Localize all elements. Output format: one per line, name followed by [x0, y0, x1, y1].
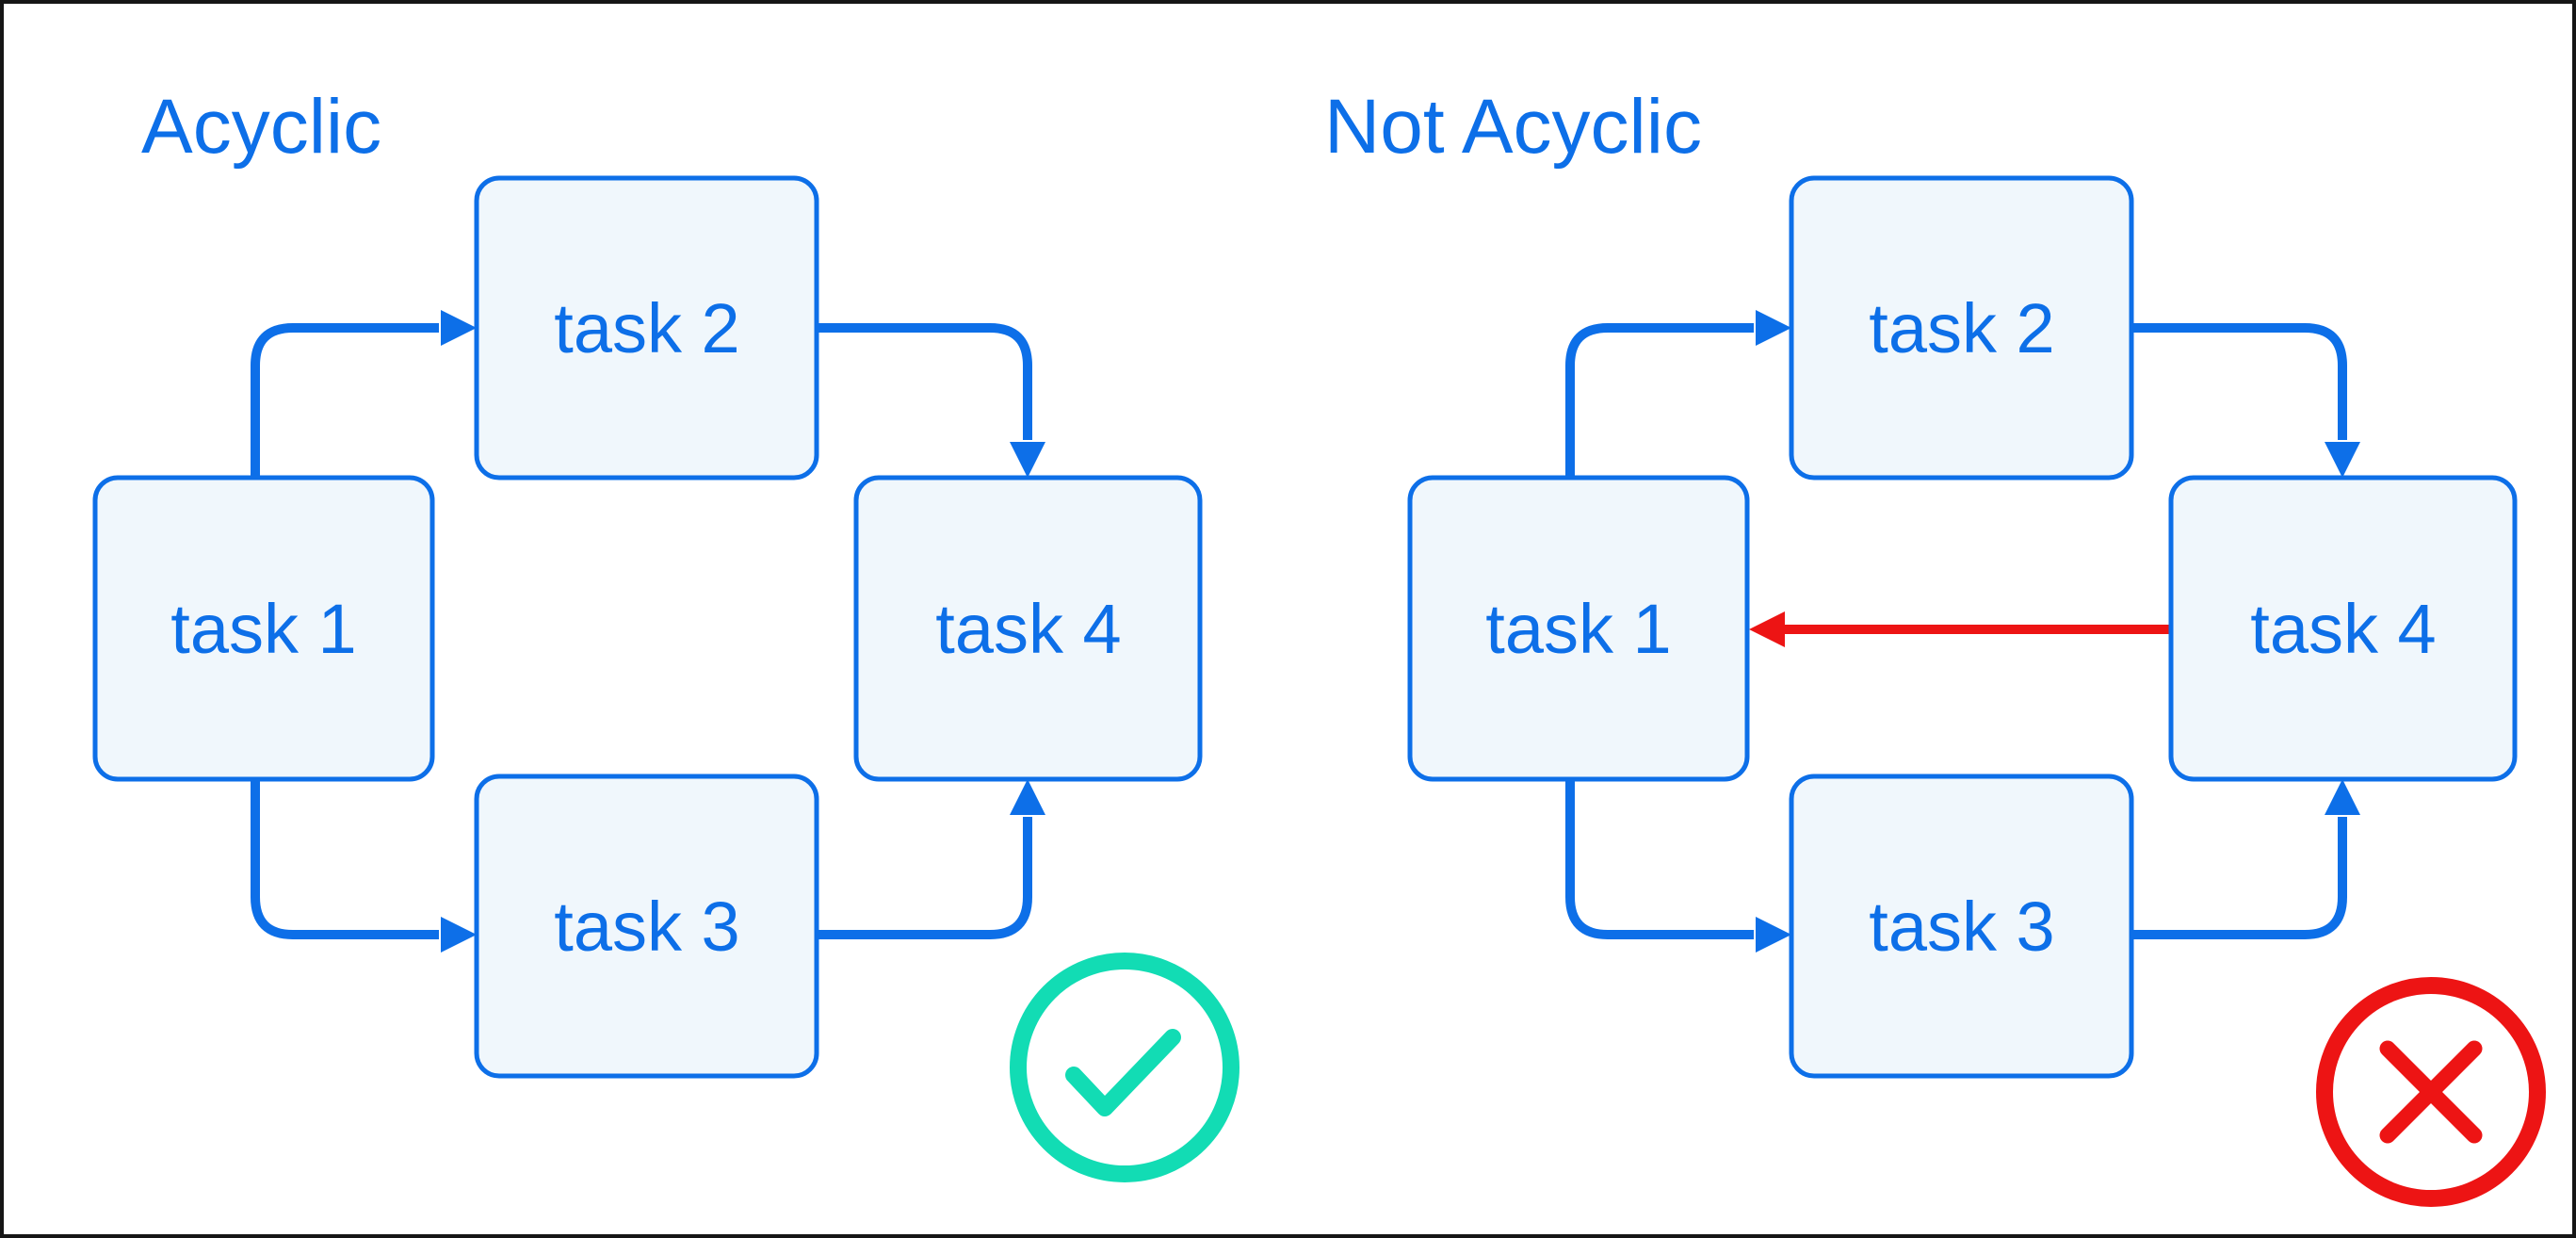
arrowhead-icon — [2325, 779, 2360, 815]
cross-mark — [2379, 1040, 2483, 1144]
task-node-box — [1407, 475, 1750, 782]
edge-task1-task2 — [1565, 323, 1754, 478]
cross-circle-ring — [2316, 977, 2546, 1207]
red-arrowhead-icon — [1749, 611, 1785, 647]
node-task4: task 4 — [2168, 475, 2518, 782]
node-task2: task 2 — [1789, 175, 2134, 481]
edge-task1-task2 — [251, 323, 439, 478]
node-task4: task 4 — [853, 475, 1203, 782]
task-node-label: task 1 — [170, 590, 356, 668]
panel-title: Not Acyclic — [1324, 84, 1702, 170]
task-node-label: task 1 — [1485, 590, 1671, 668]
arrowhead-icon — [1010, 779, 1045, 815]
arrowhead-icon — [1756, 917, 1791, 953]
edges-acyclic — [251, 310, 1045, 953]
task-node-label: task 2 — [1869, 289, 2054, 367]
task-node-label: task 3 — [554, 888, 739, 966]
edge-task1-task3 — [251, 779, 439, 939]
task-node-label: task 3 — [1869, 888, 2054, 966]
node-task2: task 2 — [474, 175, 819, 481]
arrowhead-icon — [441, 310, 477, 346]
edge-task2-task4 — [2131, 323, 2347, 440]
node-task1: task 1 — [1407, 475, 1750, 782]
edges-not-acyclic — [1565, 310, 2360, 953]
node-task3: task 3 — [1789, 774, 2134, 1079]
arrowhead-icon — [1010, 442, 1045, 478]
edge-task2-task4 — [817, 323, 1032, 440]
check-mark — [1065, 1029, 1181, 1116]
task-node-box — [474, 774, 819, 1079]
task-node-label: task 4 — [2250, 590, 2436, 668]
panel-acyclic: Acyclic task 1 task 2 — [92, 84, 1239, 1182]
task-node-box — [474, 175, 819, 481]
task-node-box — [1789, 175, 2134, 481]
task-node-box — [2168, 475, 2518, 782]
node-task3: task 3 — [474, 774, 819, 1079]
node-task1: task 1 — [92, 475, 435, 782]
arrowhead-icon — [2325, 442, 2360, 478]
task-node-box — [92, 475, 435, 782]
task-node-box — [1789, 774, 2134, 1079]
dag-comparison-diagram: Acyclic task 1 task 2 — [92, 84, 2546, 1207]
edge-task1-task3 — [1565, 779, 1754, 939]
arrowhead-icon — [441, 917, 477, 953]
check-circle-icon — [1010, 953, 1239, 1182]
task-node-label: task 4 — [935, 590, 1121, 668]
panel-not-acyclic: Not Acyclic task 1 — [1324, 84, 2546, 1207]
cross-circle-icon — [2316, 977, 2546, 1207]
arrowhead-icon — [1756, 310, 1791, 346]
edge-task3-task4 — [817, 817, 1032, 939]
edge-task3-task4 — [2131, 817, 2347, 939]
check-circle-ring — [1010, 953, 1239, 1182]
panel-title: Acyclic — [141, 84, 381, 170]
task-node-label: task 2 — [554, 289, 739, 367]
task-node-box — [853, 475, 1203, 782]
